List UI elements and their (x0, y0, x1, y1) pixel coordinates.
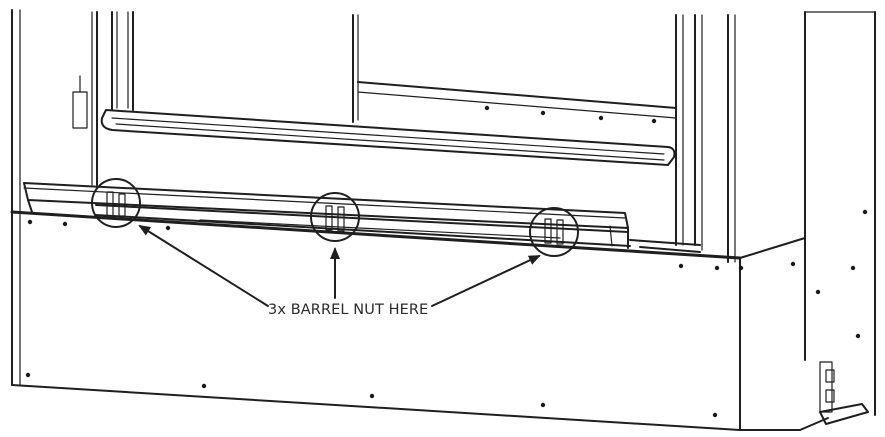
callout-label: 3x BARREL NUT HERE (268, 302, 429, 318)
callout-arrows (138, 224, 541, 307)
callout-circle-center (310, 192, 360, 242)
barrel-nut-studs (106, 191, 564, 245)
arrow-to-right-nut (431, 255, 541, 307)
arrow-to-left-nut (138, 224, 269, 307)
burner-rail (100, 109, 676, 166)
barrel-nut-right (544, 218, 564, 245)
rear-panel (357, 81, 677, 124)
barrel-nut-left (106, 191, 126, 217)
callout-circles (91, 178, 579, 257)
front-base-panel (10, 209, 868, 431)
barrel-nut-center (325, 205, 345, 232)
frame-outline (11, 9, 876, 416)
side-bracket (72, 75, 88, 129)
log-tray (23, 182, 631, 249)
callout-circle-right (529, 207, 579, 257)
leveling-foot (819, 361, 869, 425)
callout-circle-left (91, 178, 141, 228)
